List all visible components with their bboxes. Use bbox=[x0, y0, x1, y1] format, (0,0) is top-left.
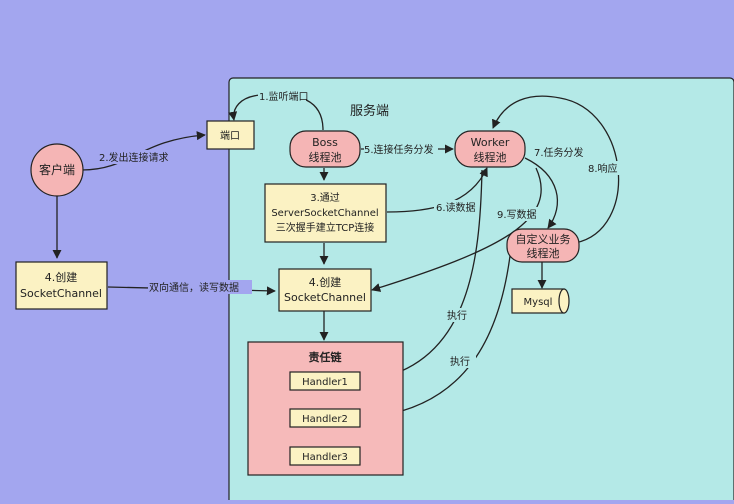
label-respond: 8.响应 bbox=[588, 162, 618, 175]
client-channel-node bbox=[15, 261, 108, 310]
label-dispatch-conn: 5.连接任务分发 bbox=[364, 143, 434, 156]
mysql-node bbox=[511, 288, 570, 314]
handler1-node bbox=[289, 371, 361, 391]
label-exec-worker: 执行 bbox=[447, 309, 467, 322]
server-area-title: 服务端 bbox=[350, 103, 389, 119]
handler1-label: Handler1 bbox=[302, 377, 348, 388]
label-write: 9.写数据 bbox=[497, 208, 537, 221]
client-label: 客户端 bbox=[39, 162, 75, 177]
client-node bbox=[30, 143, 84, 197]
server-channel-line1: 3.通过 bbox=[310, 191, 340, 204]
server-channel-node bbox=[264, 183, 387, 243]
boss-line2: 线程池 bbox=[309, 150, 342, 164]
port-node bbox=[206, 120, 255, 150]
label-send-request: 2.发出连接请求 bbox=[99, 151, 169, 164]
handler3-node bbox=[289, 446, 361, 466]
label-read: 6.读数据 bbox=[436, 201, 476, 214]
client-channel-line2: SocketChannel bbox=[20, 287, 102, 300]
handler2-node bbox=[289, 408, 361, 428]
handler2-label: Handler2 bbox=[302, 414, 348, 425]
server-channel-line3: 三次握手建立TCP连接 bbox=[276, 221, 375, 234]
server-channel-line2: ServerSocketChannel bbox=[271, 208, 378, 219]
worker-line2: 线程池 bbox=[474, 150, 507, 164]
socket-channel-node bbox=[278, 268, 372, 312]
edge-dispatch-task bbox=[524, 157, 558, 229]
socket-channel-line2: SocketChannel bbox=[284, 291, 366, 304]
label-exec-custom: 执行 bbox=[450, 355, 470, 368]
worker-node bbox=[454, 130, 526, 168]
chain-title: 责任链 bbox=[309, 350, 343, 364]
edge-respond bbox=[492, 95, 620, 244]
worker-line1: Worker bbox=[471, 136, 510, 149]
mysql-label: Mysql bbox=[524, 297, 553, 308]
socket-channel-line1: 4.创建 bbox=[309, 275, 342, 289]
label-listen: 1.监听端口 bbox=[259, 90, 309, 103]
label-duplex: 双向通信，读写数据 bbox=[149, 281, 239, 294]
custom-pool-line2: 线程池 bbox=[527, 246, 560, 260]
port-label: 端口 bbox=[220, 129, 240, 142]
boss-node bbox=[289, 130, 361, 168]
handler3-label: Handler3 bbox=[302, 452, 348, 463]
client-channel-line1: 4.创建 bbox=[45, 270, 78, 284]
custom-pool-node bbox=[506, 228, 580, 263]
custom-pool-line1: 自定义业务 bbox=[516, 232, 571, 246]
boss-line1: Boss bbox=[312, 136, 338, 149]
label-dispatch-task: 7.任务分发 bbox=[534, 146, 584, 159]
